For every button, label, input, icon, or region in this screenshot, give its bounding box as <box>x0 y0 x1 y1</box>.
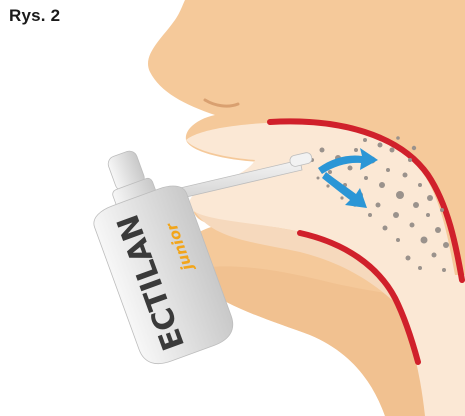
spray-diagram: ECTILAN junior <box>0 0 465 416</box>
